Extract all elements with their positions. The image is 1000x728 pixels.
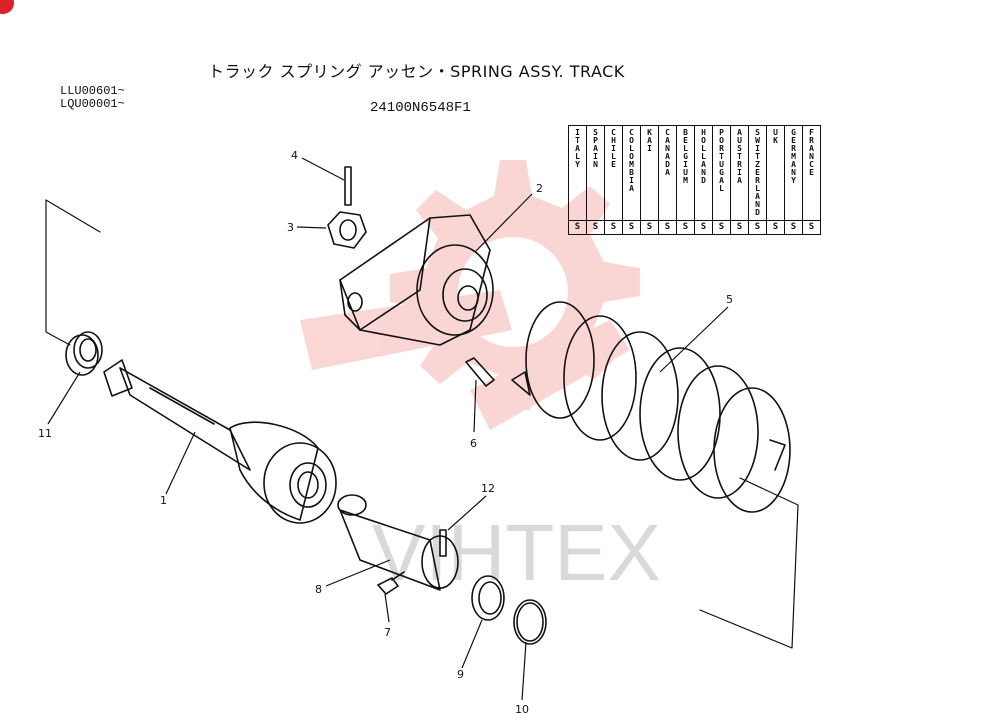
- country-header-cell: BELGIUM: [676, 125, 695, 221]
- country-value-cell: S: [622, 220, 641, 235]
- part-12-pin: [439, 529, 447, 557]
- extension-lines: [45, 199, 799, 649]
- callout-8: 8: [315, 583, 322, 596]
- country-value-cell: S: [730, 220, 749, 235]
- country-header-row: ITALY SPAIN CHILE COLOMBIA KAI CANADA BE…: [568, 125, 821, 221]
- diagram-title: トラック スプリング アッセン・SPRING ASSY. TRACK: [208, 62, 625, 81]
- country-value-cell: S: [586, 220, 605, 235]
- part-6-bolt: [465, 357, 495, 387]
- country-header-cell: CANADA: [658, 125, 677, 221]
- country-value-cell: S: [604, 220, 623, 235]
- part-9-seal: [471, 575, 505, 621]
- part-3-nut: [327, 211, 367, 249]
- callout-6: 6: [470, 437, 477, 450]
- callout-10: 10: [515, 703, 529, 716]
- leader-lines: [47, 157, 729, 701]
- part-11-bushing: [65, 331, 103, 376]
- country-header-cell: HOLLAND: [694, 125, 713, 221]
- country-header-cell: KAI: [640, 125, 659, 221]
- country-applicability-table: ITALY SPAIN CHILE COLOMBIA KAI CANADA BE…: [568, 125, 821, 235]
- callout-12: 12: [481, 482, 495, 495]
- country-value-cell: S: [640, 220, 659, 235]
- callout-4: 4: [291, 149, 298, 162]
- callout-5: 5: [726, 293, 733, 306]
- serial-range-2: LQU00001~: [60, 97, 125, 111]
- corner-badge: [0, 0, 14, 14]
- callout-2: 2: [536, 182, 543, 195]
- country-header-cell: SPAIN: [586, 125, 605, 221]
- country-value-cell: S: [766, 220, 785, 235]
- country-value-cell: S: [658, 220, 677, 235]
- part-7-fitting: [377, 571, 405, 595]
- part-4-bolt: [344, 166, 352, 206]
- part-1-rod: [103, 359, 337, 524]
- part-2-yoke: [339, 214, 494, 346]
- country-header-cell: CHILE: [604, 125, 623, 221]
- callout-3: 3: [287, 221, 294, 234]
- country-header-cell: PORTUGAL: [712, 125, 731, 221]
- callout-7: 7: [384, 626, 391, 639]
- country-value-cell: S: [568, 220, 587, 235]
- country-header-cell: SWITZERLAND: [748, 125, 767, 221]
- country-header-cell: GERMANY: [784, 125, 803, 221]
- part-5-spring: [511, 301, 791, 513]
- country-header-cell: FRANCE: [802, 125, 821, 221]
- country-value-cell: S: [676, 220, 695, 235]
- callout-11: 11: [38, 427, 52, 440]
- assembly-part-number: 24100N6548F1: [370, 100, 471, 116]
- country-value-cell: S: [784, 220, 803, 235]
- serial-range-1: LLU00601~: [60, 84, 125, 98]
- callout-numbers: 1 2 3 4 5 6 7 8 9 10 11 12: [38, 149, 733, 716]
- watermark-text: VIHTEX: [372, 508, 661, 597]
- country-value-cell: S: [802, 220, 821, 235]
- country-header-cell: UK: [766, 125, 785, 221]
- callout-1: 1: [160, 494, 167, 507]
- country-value-cell: S: [694, 220, 713, 235]
- country-value-cell: S: [712, 220, 731, 235]
- country-header-cell: AUSTRIA: [730, 125, 749, 221]
- country-value-row: S S S S S S S S S S S S S S: [568, 220, 821, 235]
- country-header-cell: ITALY: [568, 125, 587, 221]
- country-value-cell: S: [748, 220, 767, 235]
- callout-9: 9: [457, 668, 464, 681]
- part-10-snap-ring: [513, 599, 547, 645]
- country-header-cell: COLOMBIA: [622, 125, 641, 221]
